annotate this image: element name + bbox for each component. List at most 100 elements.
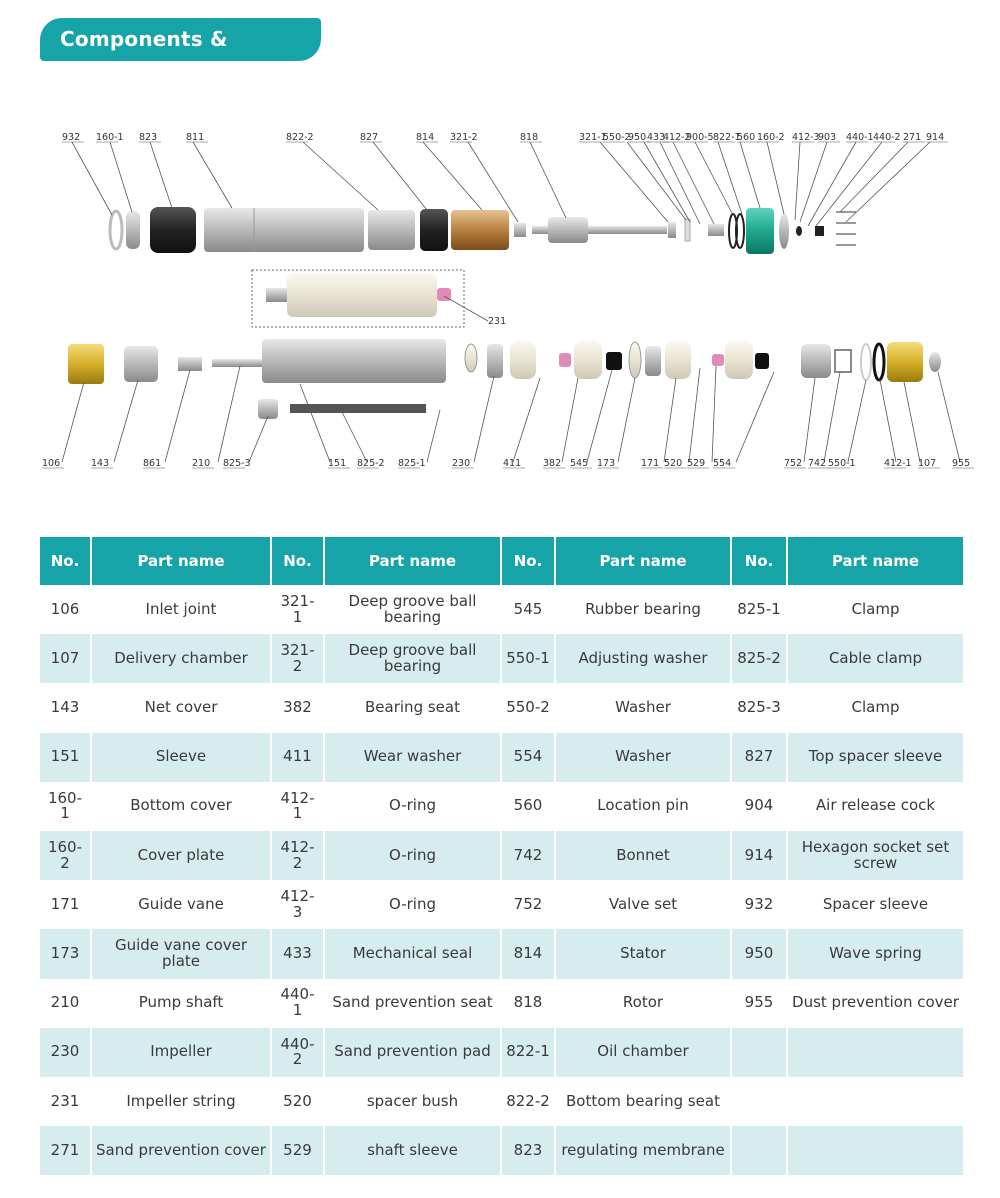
part-number-cell: 230 [40,1027,92,1077]
part-number-cell: 822-1 [501,1027,556,1077]
column-header: No. [501,537,556,585]
part-name-cell: spacer bush [324,1076,502,1127]
callout-label: 932 [62,132,80,143]
part-name-cell: Bottom cover [91,781,272,831]
part-number-cell: 742 [501,830,556,881]
part-name-cell: Cover plate [91,830,272,881]
part-name-cell: Sand prevention pad [324,1027,502,1077]
part-name-cell: Hexagon socket set screw [787,830,963,881]
callout-label: 827 [360,132,378,143]
part-number-cell: 752 [501,880,556,930]
callout-label: 900-5 [686,132,714,143]
callout-label: 811 [186,132,204,143]
part-name-cell [787,1126,963,1176]
part-number-cell: 932 [731,880,788,930]
callout-label: 825-2 [357,458,385,469]
callout-label: 818 [520,132,538,143]
part-name-cell: Clamp [851,599,900,618]
part-number-cell [731,1076,788,1127]
part-name-cell: Valve set [555,880,732,930]
part-name-cell: regulating membrane [555,1126,732,1176]
part-name-cell: Stator [555,929,732,979]
part-name-cell: Deep groove ball bearing [324,634,502,684]
callout-label: 160-2 [757,132,785,143]
callout-label: 955 [952,458,970,469]
callout-label: 752 [784,458,802,469]
part-number-cell: 914 [731,830,788,881]
callout-label: 529 [687,458,705,469]
part-name-cell: Pump shaft [91,978,272,1028]
callout-label: 412-1 [884,458,912,469]
part-number-cell: 823 [501,1126,556,1176]
part-name-cell: Impeller [91,1027,272,1077]
part-number-cell [731,1126,788,1176]
part-number-cell: 160-1 [40,781,92,831]
callout-label: 160-1 [96,132,124,143]
part-name-cell: Sleeve [91,732,272,782]
part-name-cell: Dust prevention cover [792,993,959,1012]
part-number-cell: 825-2 [731,634,788,684]
callout-label: 903 [818,132,836,143]
part-number-cell: 904 [731,781,788,831]
callout-label: 550-1 [828,458,856,469]
callout-label: 914 [926,132,944,143]
callout-label: 823 [139,132,157,143]
part-name-cell: Sand prevention cover [91,1126,272,1176]
part-name-cell: Sand prevention seat [324,978,502,1028]
column-header: No. [731,537,788,585]
callout-label: 822-1 [713,132,741,143]
column-header: Part name [787,537,963,585]
part-name-cell: Oil chamber [555,1027,732,1077]
callout-label: 545 [570,458,588,469]
part-name-cell: Adjusting washer [555,634,732,684]
callout-label: 173 [597,458,615,469]
part-name-cell: Inlet joint [91,585,272,635]
parts-table: No. Part name No. Part name No. Part nam… [40,537,963,1176]
part-name-cell: Washer [555,683,732,733]
part-number-cell: 520 [271,1076,325,1127]
part-number-cell: 412-2 [271,830,325,881]
callout-label: 171 [641,458,659,469]
part-number-cell: 550-2 [501,683,556,733]
callout-label: 554 [713,458,731,469]
part-number-cell: 827 [731,732,788,782]
column-header: No. [271,537,325,585]
callout-label: 411 [503,458,521,469]
callout-label: 143 [91,458,109,469]
part-number-cell: 825-1 [731,585,788,635]
part-name-cell [787,1027,963,1077]
callout-label: 825-1 [398,458,426,469]
callout-label: 382 [543,458,561,469]
part-number-cell: 160-2 [40,830,92,881]
part-number-cell: 529 [271,1126,325,1176]
part-number-cell: 107 [40,634,92,684]
pump-parts-illustration [61,141,961,463]
part-name-cell: Air release cock [815,796,936,815]
part-number-cell: 545 [501,585,556,635]
callout-label: 230 [452,458,470,469]
part-number-cell: 950 [731,929,788,979]
part-name-cell: Deep groove ball bearing [324,585,502,635]
part-number-cell: 321-2 [271,634,325,684]
part-number-cell: 210 [40,978,92,1028]
part-number-cell: 271 [40,1126,92,1176]
part-name-cell: Impeller string [91,1076,272,1127]
part-name-cell: Wear washer [324,732,502,782]
part-name-cell: Top spacer sleeve [787,732,963,782]
callout-label: 412-2 [663,132,691,143]
part-name-cell: Bonnet [555,830,732,881]
column-header: Part name [324,537,502,585]
part-name-cell: Rubber bearing [555,585,732,635]
part-number-cell: 822-2 [501,1076,556,1127]
table-header-row: No. Part name No. Part name No. Part nam… [40,537,963,585]
part-name-cell: Guide vane [91,880,272,930]
